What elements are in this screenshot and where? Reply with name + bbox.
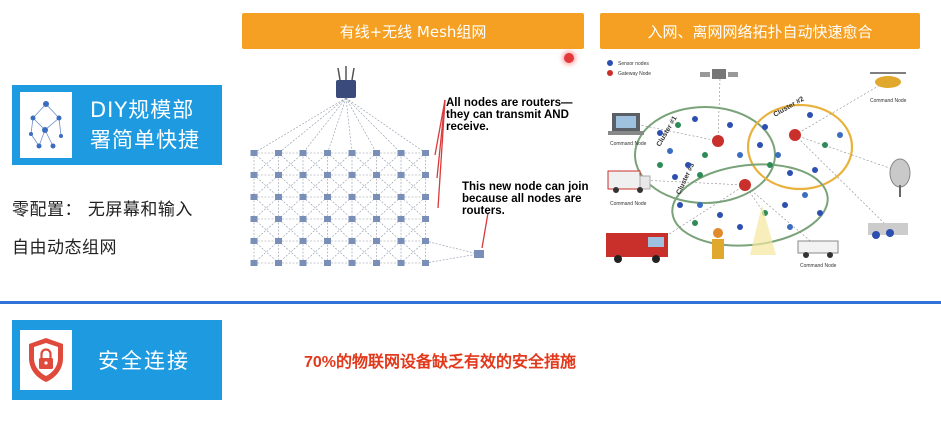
callout-new-node-line3: routers. <box>462 205 505 217</box>
topology-panel-header: 入网、离网网络拓扑自动快速愈合 <box>600 13 920 49</box>
callout-new-node-line1: This new node can join <box>462 181 589 193</box>
new-node-icon <box>474 250 484 258</box>
section-divider <box>0 301 941 304</box>
satellite-dish-icon <box>889 158 911 197</box>
security-statistic: 70%的物联网设备缺乏有效的安全措施 <box>304 354 577 371</box>
feature-title-line1: DIY规模部 <box>90 98 195 122</box>
fire-truck-icon <box>606 233 668 263</box>
mesh-network-diagram: All nodes are routers— they can transmit… <box>250 66 589 266</box>
firefighter-icon <box>712 228 724 259</box>
note-dynamic-network: 自由动态组网 <box>12 238 117 258</box>
signal-beam-icon <box>750 205 776 255</box>
ambulance-icon <box>607 170 651 193</box>
command-node-label-4: Command Node <box>800 263 837 269</box>
topology-diagram: Sensor nodes Gateway Node Cluster #1 Clu… <box>606 60 911 269</box>
command-node-label-3: Command Node <box>610 201 647 207</box>
command-node-label-1: Command Node <box>870 98 907 104</box>
pointer-dot <box>564 53 574 63</box>
feature-title-secure: 安全连接 <box>98 349 190 373</box>
legend-sensor: Sensor nodes <box>618 61 649 67</box>
legend-gateway: Gateway Node <box>618 71 651 77</box>
feature-title-line2: 署简单快捷 <box>90 128 200 152</box>
callout-new-node-line2: because all nodes are <box>462 193 582 205</box>
laptop-icon <box>608 113 644 135</box>
note-zero-config: 零配置： 无屏幕和输入 <box>12 200 193 220</box>
callout-all-routers-line3: receive. <box>446 121 489 133</box>
police-car-icon <box>797 240 839 258</box>
satellite-icon <box>700 69 738 79</box>
command-node-label-2: Command Node <box>610 141 647 147</box>
network-diagram-icon <box>20 92 72 158</box>
mesh-panel-header: 有线+无线 Mesh组网 <box>242 13 584 49</box>
top-router-icon <box>336 66 356 98</box>
cluster2-label: Cluster #2 <box>773 96 806 119</box>
feature-secure-connection: 安全连接 <box>12 320 222 400</box>
callout-all-routers-line2: they can transmit AND <box>446 109 569 121</box>
shield-lock-icon <box>20 330 72 390</box>
helicopter-icon <box>870 72 906 88</box>
rescue-team-icon <box>868 223 908 239</box>
callout-all-routers-line1: All nodes are routers— <box>446 97 573 109</box>
feature-diy-deploy: DIY规模部 署简单快捷 <box>12 85 222 165</box>
feature-title: DIY规模部 署简单快捷 <box>90 95 200 155</box>
cluster3-label: Cluster #3 <box>675 162 696 196</box>
